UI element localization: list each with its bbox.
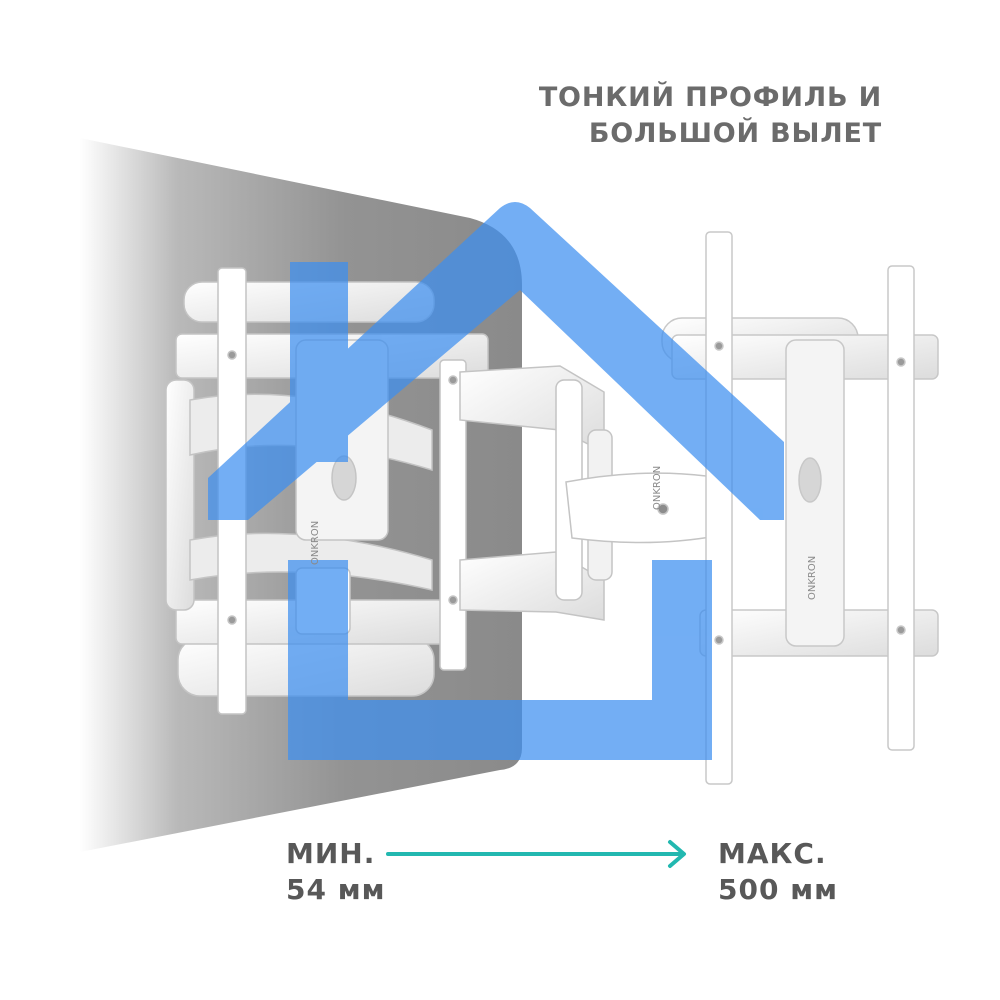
arrow-right-icon (386, 840, 686, 868)
headline: ТОНКИЙ ПРОФИЛЬ И БОЛЬШОЙ ВЫЛЕТ (539, 80, 882, 152)
mount-extended (661, 231, 939, 785)
spec-min: МИН. 54 мм (286, 836, 386, 908)
svg-text:ONKRON: ONKRON (310, 521, 321, 565)
home-icon (208, 202, 784, 760)
spec-max-value: 500 мм (718, 873, 838, 906)
svg-text:ONKRON: ONKRON (807, 556, 818, 600)
onkron-logo-icon: ONKRON ONKRON ONKRON (310, 466, 818, 600)
spec-min-value: 54 мм (286, 873, 386, 906)
headline-line-2: БОЛЬШОЙ ВЫЛЕТ (588, 118, 882, 149)
svg-text:ONKRON: ONKRON (652, 466, 663, 510)
spec-max: МАКС. 500 мм (718, 836, 838, 908)
extension-arm (459, 365, 717, 621)
spec-max-label: МАКС. (718, 837, 827, 870)
headline-line-1: ТОНКИЙ ПРОФИЛЬ И (538, 82, 882, 113)
spec-min-label: МИН. (286, 837, 376, 870)
